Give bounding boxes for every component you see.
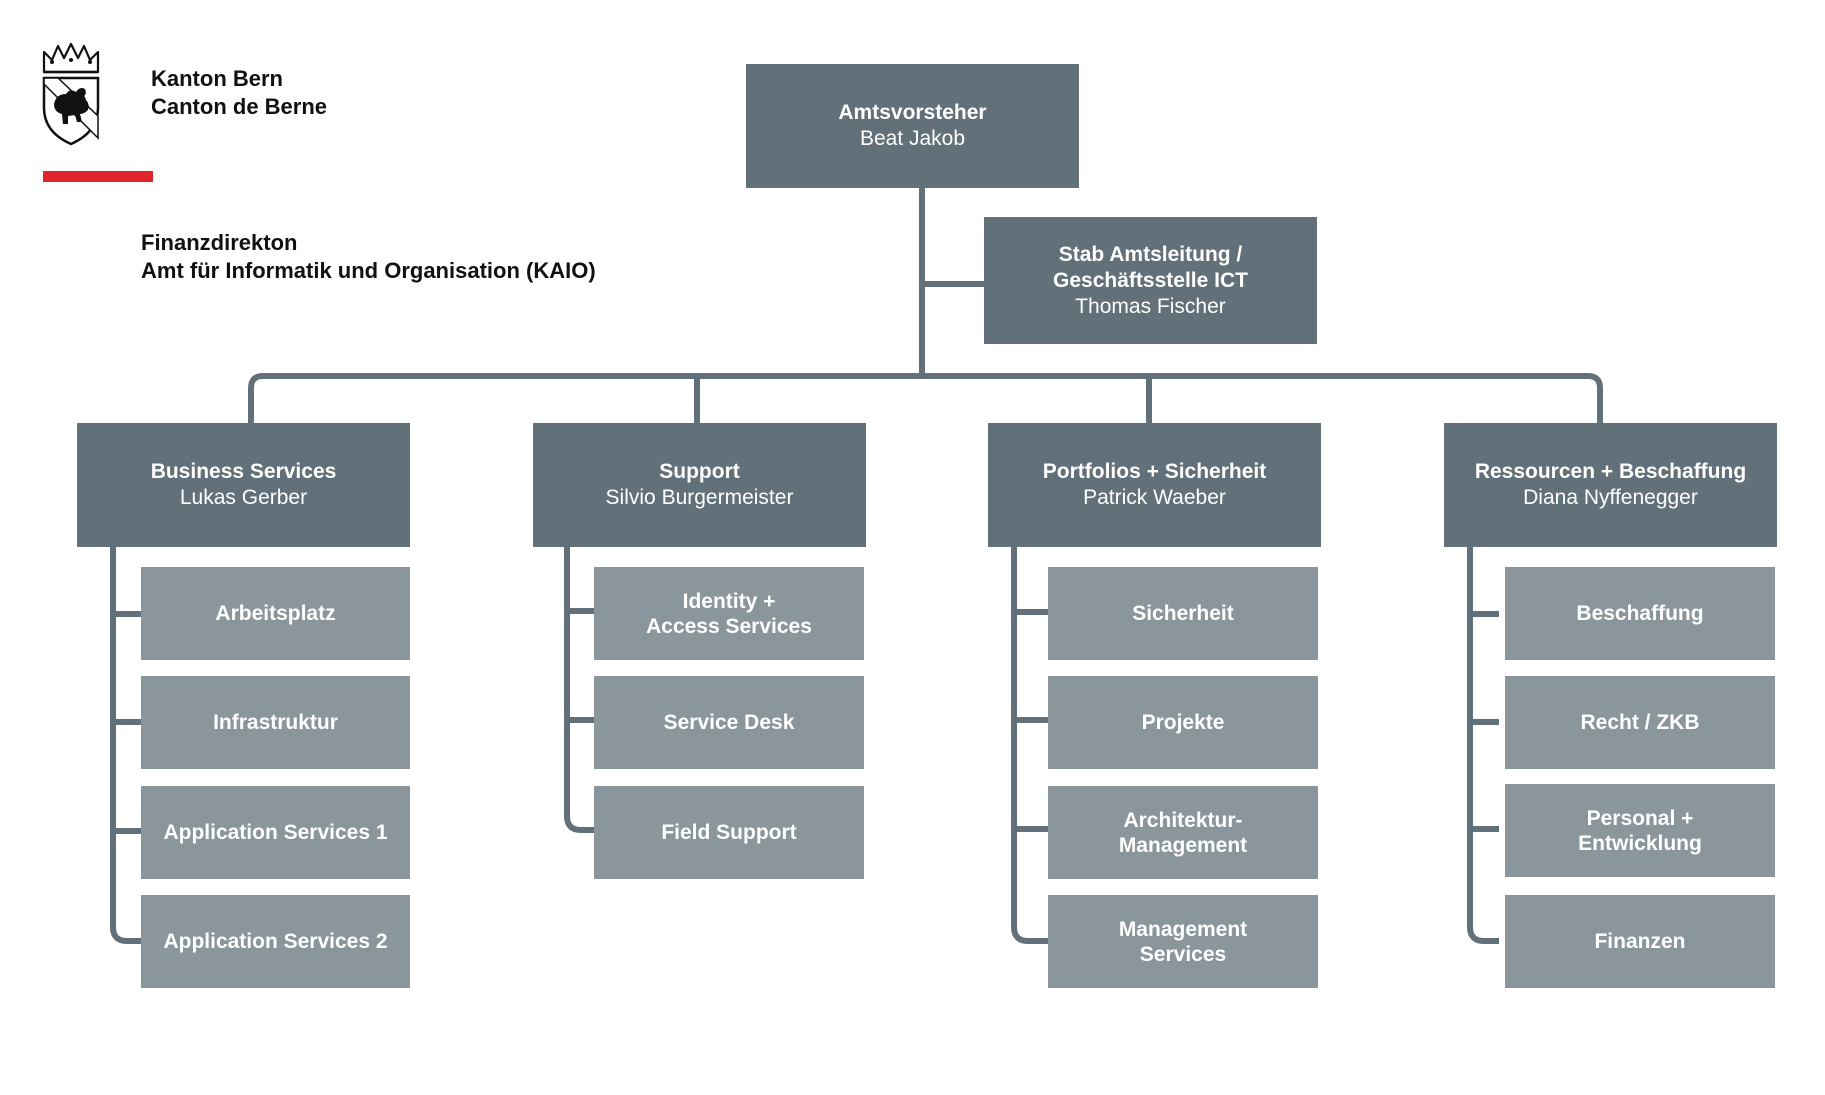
org-box-staff: Stab Amtsleitung / Geschäftsstelle ICT T… xyxy=(984,217,1317,344)
org-box-title: Stab Amtsleitung / Geschäftsstelle ICT xyxy=(1053,242,1248,292)
org-unit-box: Personal + Entwicklung xyxy=(1505,784,1775,877)
org-unit-box: Application Services 2 xyxy=(141,895,410,988)
org-box-title: Ressourcen + Beschaffung xyxy=(1474,460,1747,483)
org-unit-box: Architektur- Management xyxy=(1048,786,1318,879)
org-unit-box: Arbeitsplatz xyxy=(141,567,410,660)
canton-bern-coat-of-arms-icon xyxy=(42,42,100,146)
org-box-title: Business Services xyxy=(150,460,337,483)
org-box-head: Amtsvorsteher Beat Jakob xyxy=(746,64,1079,188)
org-unit-box: Infrastruktur xyxy=(141,676,410,769)
org-unit-box: Beschaffung xyxy=(1505,567,1775,660)
brand-line-2: Canton de Berne xyxy=(151,94,328,119)
org-box-division-support: Support Silvio Burgermeister xyxy=(533,423,866,547)
department-title: Finanzdirekton Amt für Informatik und Or… xyxy=(141,229,596,285)
org-unit-box: Service Desk xyxy=(594,676,864,769)
connector-divisions-bar xyxy=(248,373,1603,423)
department-line-1: Finanzdirekton xyxy=(141,230,298,255)
connector-units-4 xyxy=(1467,547,1499,944)
org-box-person: Lukas Gerber xyxy=(179,486,308,509)
brand-line-1: Kanton Bern xyxy=(151,66,283,91)
org-box-person: Beat Jakob xyxy=(859,127,966,150)
org-unit-box: Projekte xyxy=(1048,676,1318,769)
connector-units-2 xyxy=(564,547,594,833)
connector-units-1 xyxy=(110,547,141,944)
org-box-person: Diana Nyffenegger xyxy=(1523,486,1698,509)
brand-name: Kanton Bern Canton de Berne xyxy=(151,65,327,121)
brand-accent-bar xyxy=(43,171,153,182)
org-unit-box: Sicherheit xyxy=(1048,567,1318,660)
org-unit-box: Application Services 1 xyxy=(141,786,410,879)
org-box-person: Patrick Waeber xyxy=(1083,486,1226,509)
org-unit-box: Management Services xyxy=(1048,895,1318,988)
connector-units-3 xyxy=(1011,547,1048,944)
org-box-division-portfolios-sicherheit: Portfolios + Sicherheit Patrick Waeber xyxy=(988,423,1321,547)
org-box-title: Support xyxy=(659,460,740,483)
org-unit-box: Identity + Access Services xyxy=(594,567,864,660)
org-unit-box: Finanzen xyxy=(1505,895,1775,988)
org-unit-box: Recht / ZKB xyxy=(1505,676,1775,769)
org-box-division-business-services: Business Services Lukas Gerber xyxy=(77,423,410,547)
org-box-title: Amtsvorsteher xyxy=(838,101,987,124)
org-box-division-ressourcen-beschaffung: Ressourcen + Beschaffung Diana Nyffenegg… xyxy=(1444,423,1777,547)
org-box-person: Silvio Burgermeister xyxy=(605,486,794,509)
org-box-person: Thomas Fischer xyxy=(1075,294,1226,318)
org-box-title: Portfolios + Sicherheit xyxy=(1042,460,1267,483)
department-line-2: Amt für Informatik und Organisation (KAI… xyxy=(141,258,596,283)
org-unit-box: Field Support xyxy=(594,786,864,879)
